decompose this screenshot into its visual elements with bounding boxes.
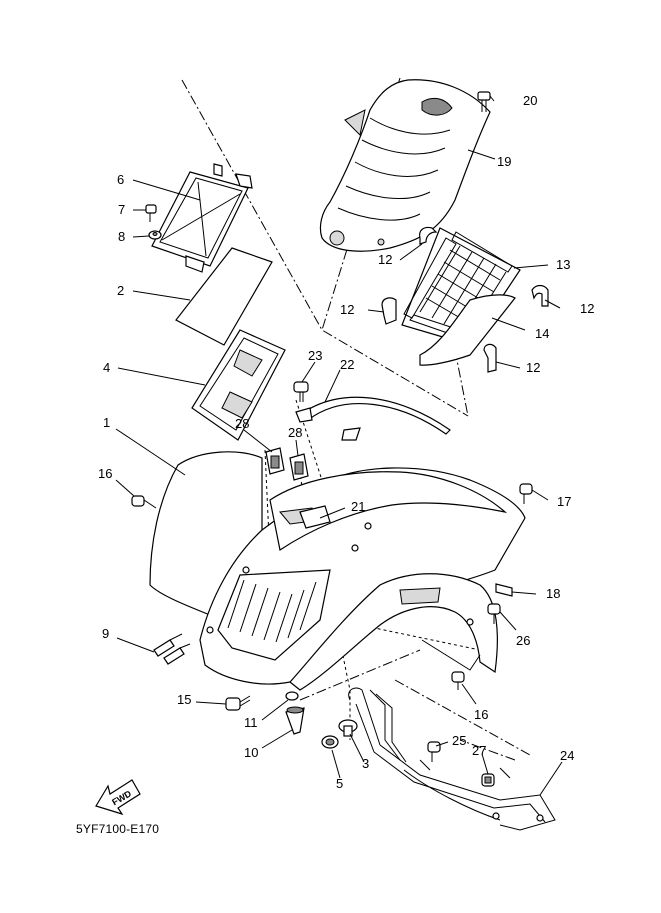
callout-labels: 6 7 8 2 4 1 16 9 15 11 10 5 3 20 19 12 1…	[98, 93, 594, 791]
grommet-10	[285, 706, 305, 735]
callout-12-top: 12	[378, 252, 392, 267]
grille-mesh	[419, 294, 516, 366]
callout-7: 7	[118, 202, 125, 217]
callout-14: 14	[535, 326, 549, 341]
nut-27	[481, 773, 495, 787]
callout-26: 26	[516, 633, 530, 648]
callout-9: 9	[102, 626, 109, 641]
screw-set-9	[153, 633, 191, 665]
bolt-7	[145, 204, 157, 222]
callout-16-left: 16	[98, 466, 112, 481]
collar-3	[338, 719, 358, 737]
nut-8	[148, 230, 162, 240]
callout-18: 18	[546, 586, 560, 601]
washer-11	[285, 691, 299, 701]
bolt-16-left	[131, 495, 157, 509]
callout-8: 8	[118, 229, 125, 244]
callout-2: 2	[117, 283, 124, 298]
mesh-plate-4	[191, 329, 286, 441]
callout-28-left: 28	[235, 416, 249, 431]
callout-3: 3	[362, 756, 369, 771]
clip-12-top	[419, 226, 438, 245]
damper-5	[321, 735, 339, 749]
bolt-26	[487, 603, 501, 624]
callout-21: 21	[351, 499, 365, 514]
bolt-15	[225, 695, 251, 711]
callout-22: 22	[340, 357, 354, 372]
callout-4: 4	[103, 360, 110, 375]
callout-28-right: 28	[288, 425, 302, 440]
callout-12-bottom: 12	[526, 360, 540, 375]
callout-20: 20	[523, 93, 537, 108]
callout-24: 24	[560, 748, 574, 763]
bolt-25	[427, 741, 441, 762]
clip-12-bottom	[483, 343, 497, 373]
support-strip-22	[295, 396, 451, 441]
callout-10: 10	[244, 745, 258, 760]
callout-12-left: 12	[340, 302, 354, 317]
catalog-code: 5YF7100-E170	[76, 822, 160, 836]
clip-nut-18	[495, 583, 513, 597]
callout-6: 6	[117, 172, 124, 187]
bolt-17	[519, 483, 533, 504]
fwd-direction-arrow: FWD	[95, 779, 141, 816]
mount-plate-21	[299, 505, 331, 529]
bolt-23	[293, 381, 309, 402]
front-guard-24	[348, 687, 556, 831]
callout-25: 25	[452, 733, 466, 748]
callout-5: 5	[336, 776, 343, 791]
callout-17: 17	[557, 494, 571, 509]
bolt-16-right	[451, 671, 465, 690]
grommet-28-right	[289, 453, 309, 481]
callout-23: 23	[308, 348, 322, 363]
callout-12-right: 12	[580, 301, 594, 316]
callout-1: 1	[103, 415, 110, 430]
callout-13: 13	[556, 257, 570, 272]
bracket-frame	[151, 163, 253, 273]
callout-27: 27	[472, 743, 486, 758]
callout-15: 15	[177, 692, 191, 707]
clip-12-left	[381, 297, 397, 325]
callout-16-right: 16	[474, 707, 488, 722]
leader-lines	[115, 95, 563, 796]
callout-11: 11	[244, 715, 258, 730]
headlight-cover	[319, 79, 491, 252]
grommet-28-left	[265, 447, 285, 475]
clip-12-right	[531, 284, 549, 307]
front-fender	[149, 451, 526, 691]
plate-2	[175, 247, 273, 346]
callout-19: 19	[497, 154, 511, 169]
